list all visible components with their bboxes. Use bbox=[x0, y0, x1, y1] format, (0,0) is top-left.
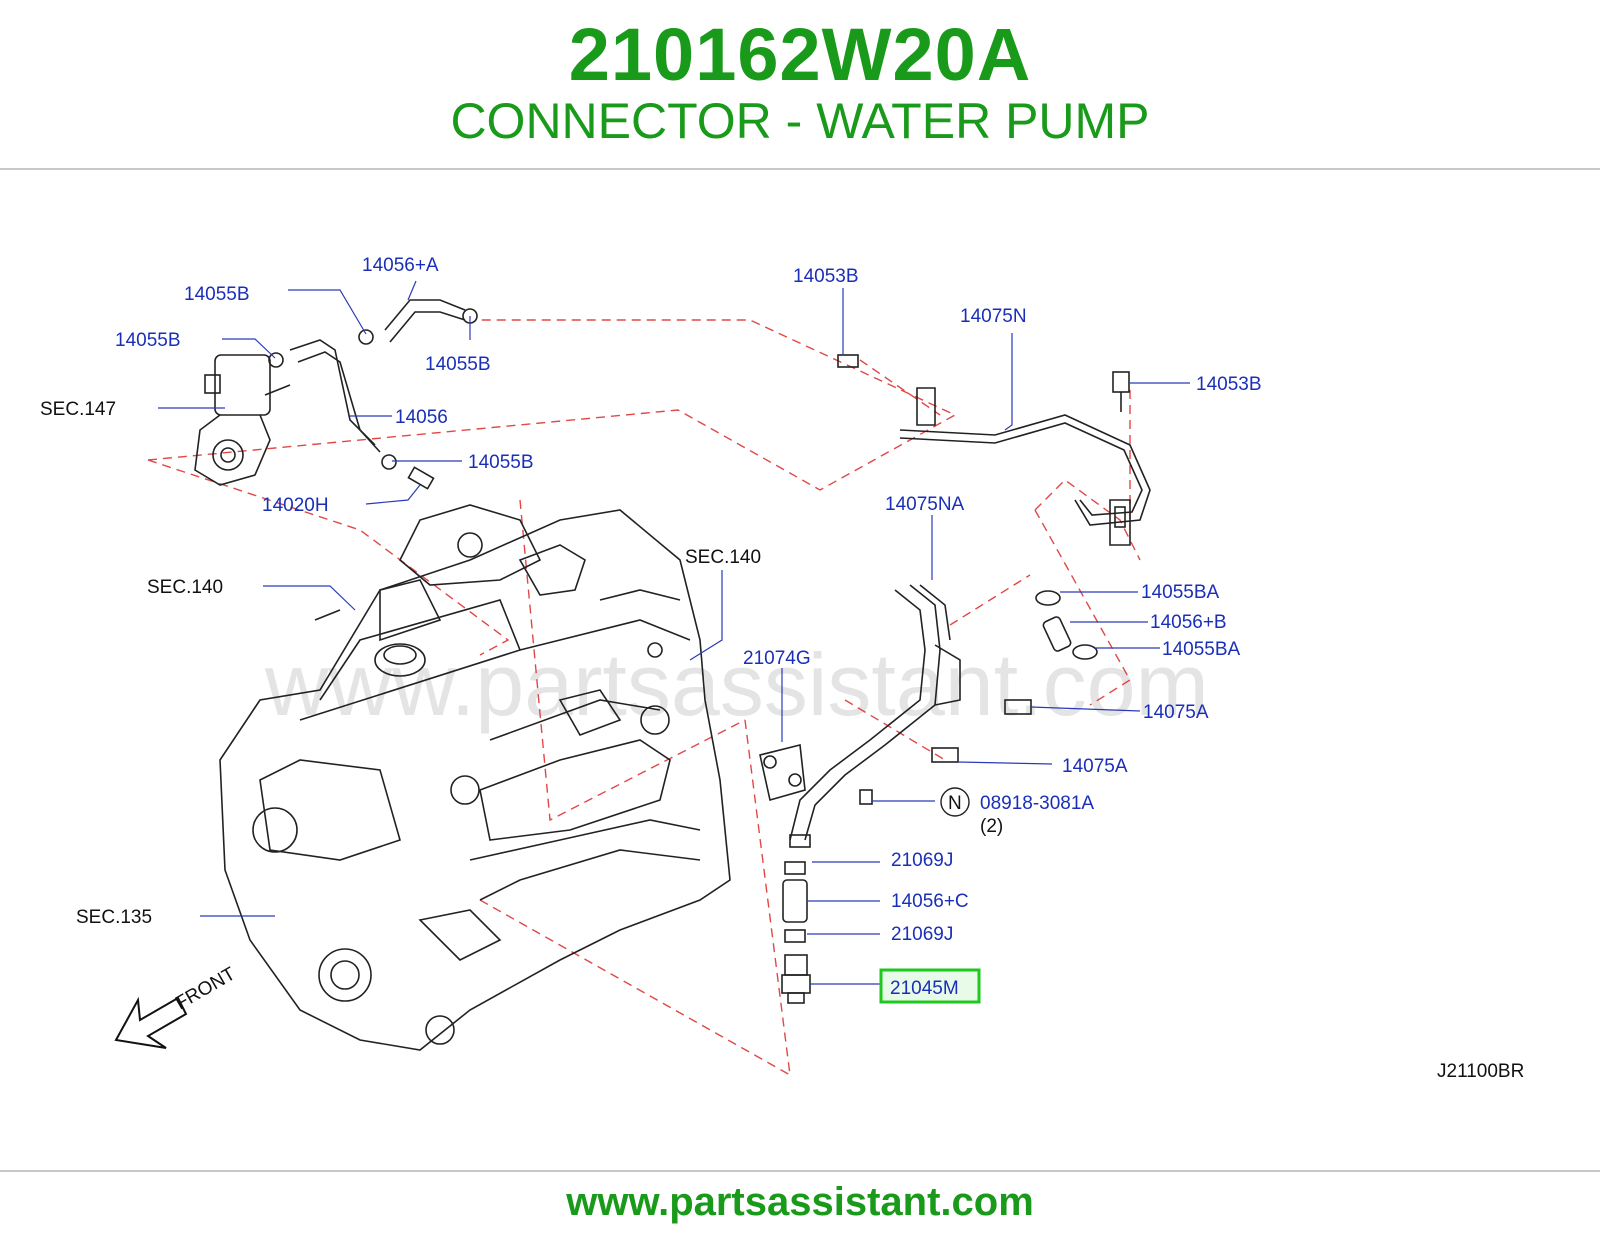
pipe-bracket-drawing bbox=[837, 354, 1151, 546]
hose-clamp-stack-drawing bbox=[781, 834, 811, 1004]
n-symbol-text: N bbox=[948, 793, 962, 814]
label-14055B-3[interactable]: 14055B bbox=[425, 354, 491, 375]
label-14020H[interactable]: 14020H bbox=[262, 495, 329, 516]
label-sec135[interactable]: SEC.135 bbox=[76, 907, 152, 928]
front-label: FRONT bbox=[172, 963, 240, 1014]
label-14075N[interactable]: 14075N bbox=[960, 306, 1027, 327]
front-arrow-icon bbox=[114, 996, 188, 1049]
exploded-view-svg: www.partsassistant.com bbox=[40, 255, 1524, 1082]
engine-block-drawing bbox=[219, 504, 731, 1051]
assembly-dashed-lines bbox=[147, 319, 1141, 1076]
label-08918-3081A[interactable]: 08918-3081A bbox=[980, 793, 1094, 814]
page-header: 210162W20A CONNECTOR - WATER PUMP bbox=[0, 0, 1600, 170]
parts-diagram: www.partsassistant.com bbox=[0, 170, 1600, 1170]
label-14075A-1[interactable]: 14075A bbox=[1143, 702, 1209, 723]
upper-hose-drawing bbox=[268, 299, 478, 490]
label-14055BA-1[interactable]: 14055BA bbox=[1141, 582, 1220, 603]
water-pipe-drawing bbox=[759, 584, 961, 841]
footer-website-link[interactable]: www.partsassistant.com bbox=[566, 1180, 1034, 1224]
side-parts-drawing bbox=[931, 506, 1126, 763]
label-quantity: (2) bbox=[980, 816, 1003, 837]
label-14055B-2[interactable]: 14055B bbox=[115, 330, 181, 351]
part-number-title: 210162W20A bbox=[568, 13, 1032, 96]
diagram-code: J21100BR bbox=[1437, 1061, 1524, 1082]
label-sec147[interactable]: SEC.147 bbox=[40, 399, 116, 420]
header-divider bbox=[0, 168, 1600, 170]
label-14055B-4[interactable]: 14055B bbox=[468, 452, 534, 473]
label-14053B-1[interactable]: 14053B bbox=[793, 266, 859, 287]
label-21074G[interactable]: 21074G bbox=[743, 648, 811, 669]
label-14055B-1[interactable]: 14055B bbox=[184, 284, 250, 305]
label-14055BA-2[interactable]: 14055BA bbox=[1162, 639, 1241, 660]
label-14056C[interactable]: 14056+C bbox=[891, 891, 969, 912]
leader-lines bbox=[158, 280, 1190, 985]
label-14075NA[interactable]: 14075NA bbox=[885, 494, 965, 515]
egr-valve-drawing bbox=[194, 354, 291, 486]
label-14056A[interactable]: 14056+A bbox=[362, 255, 439, 276]
label-14056[interactable]: 14056 bbox=[395, 407, 448, 428]
label-14075A-2[interactable]: 14075A bbox=[1062, 756, 1128, 777]
label-14053B-2[interactable]: 14053B bbox=[1196, 374, 1262, 395]
label-sec140-left[interactable]: SEC.140 bbox=[147, 577, 223, 598]
label-14056B[interactable]: 14056+B bbox=[1150, 612, 1227, 633]
n-symbol-circle bbox=[940, 787, 970, 817]
part-name-subtitle: CONNECTOR - WATER PUMP bbox=[450, 93, 1150, 149]
label-21069J-2[interactable]: 21069J bbox=[891, 924, 953, 945]
label-21045M-highlighted[interactable]: 21045M bbox=[890, 978, 959, 999]
highlight-box-21045M bbox=[879, 968, 981, 1004]
label-sec140-right[interactable]: SEC.140 bbox=[685, 547, 761, 568]
footer-divider bbox=[0, 1170, 1600, 1172]
label-21069J-1[interactable]: 21069J bbox=[891, 850, 953, 871]
watermark: www.partsassistant.com bbox=[264, 635, 1209, 734]
